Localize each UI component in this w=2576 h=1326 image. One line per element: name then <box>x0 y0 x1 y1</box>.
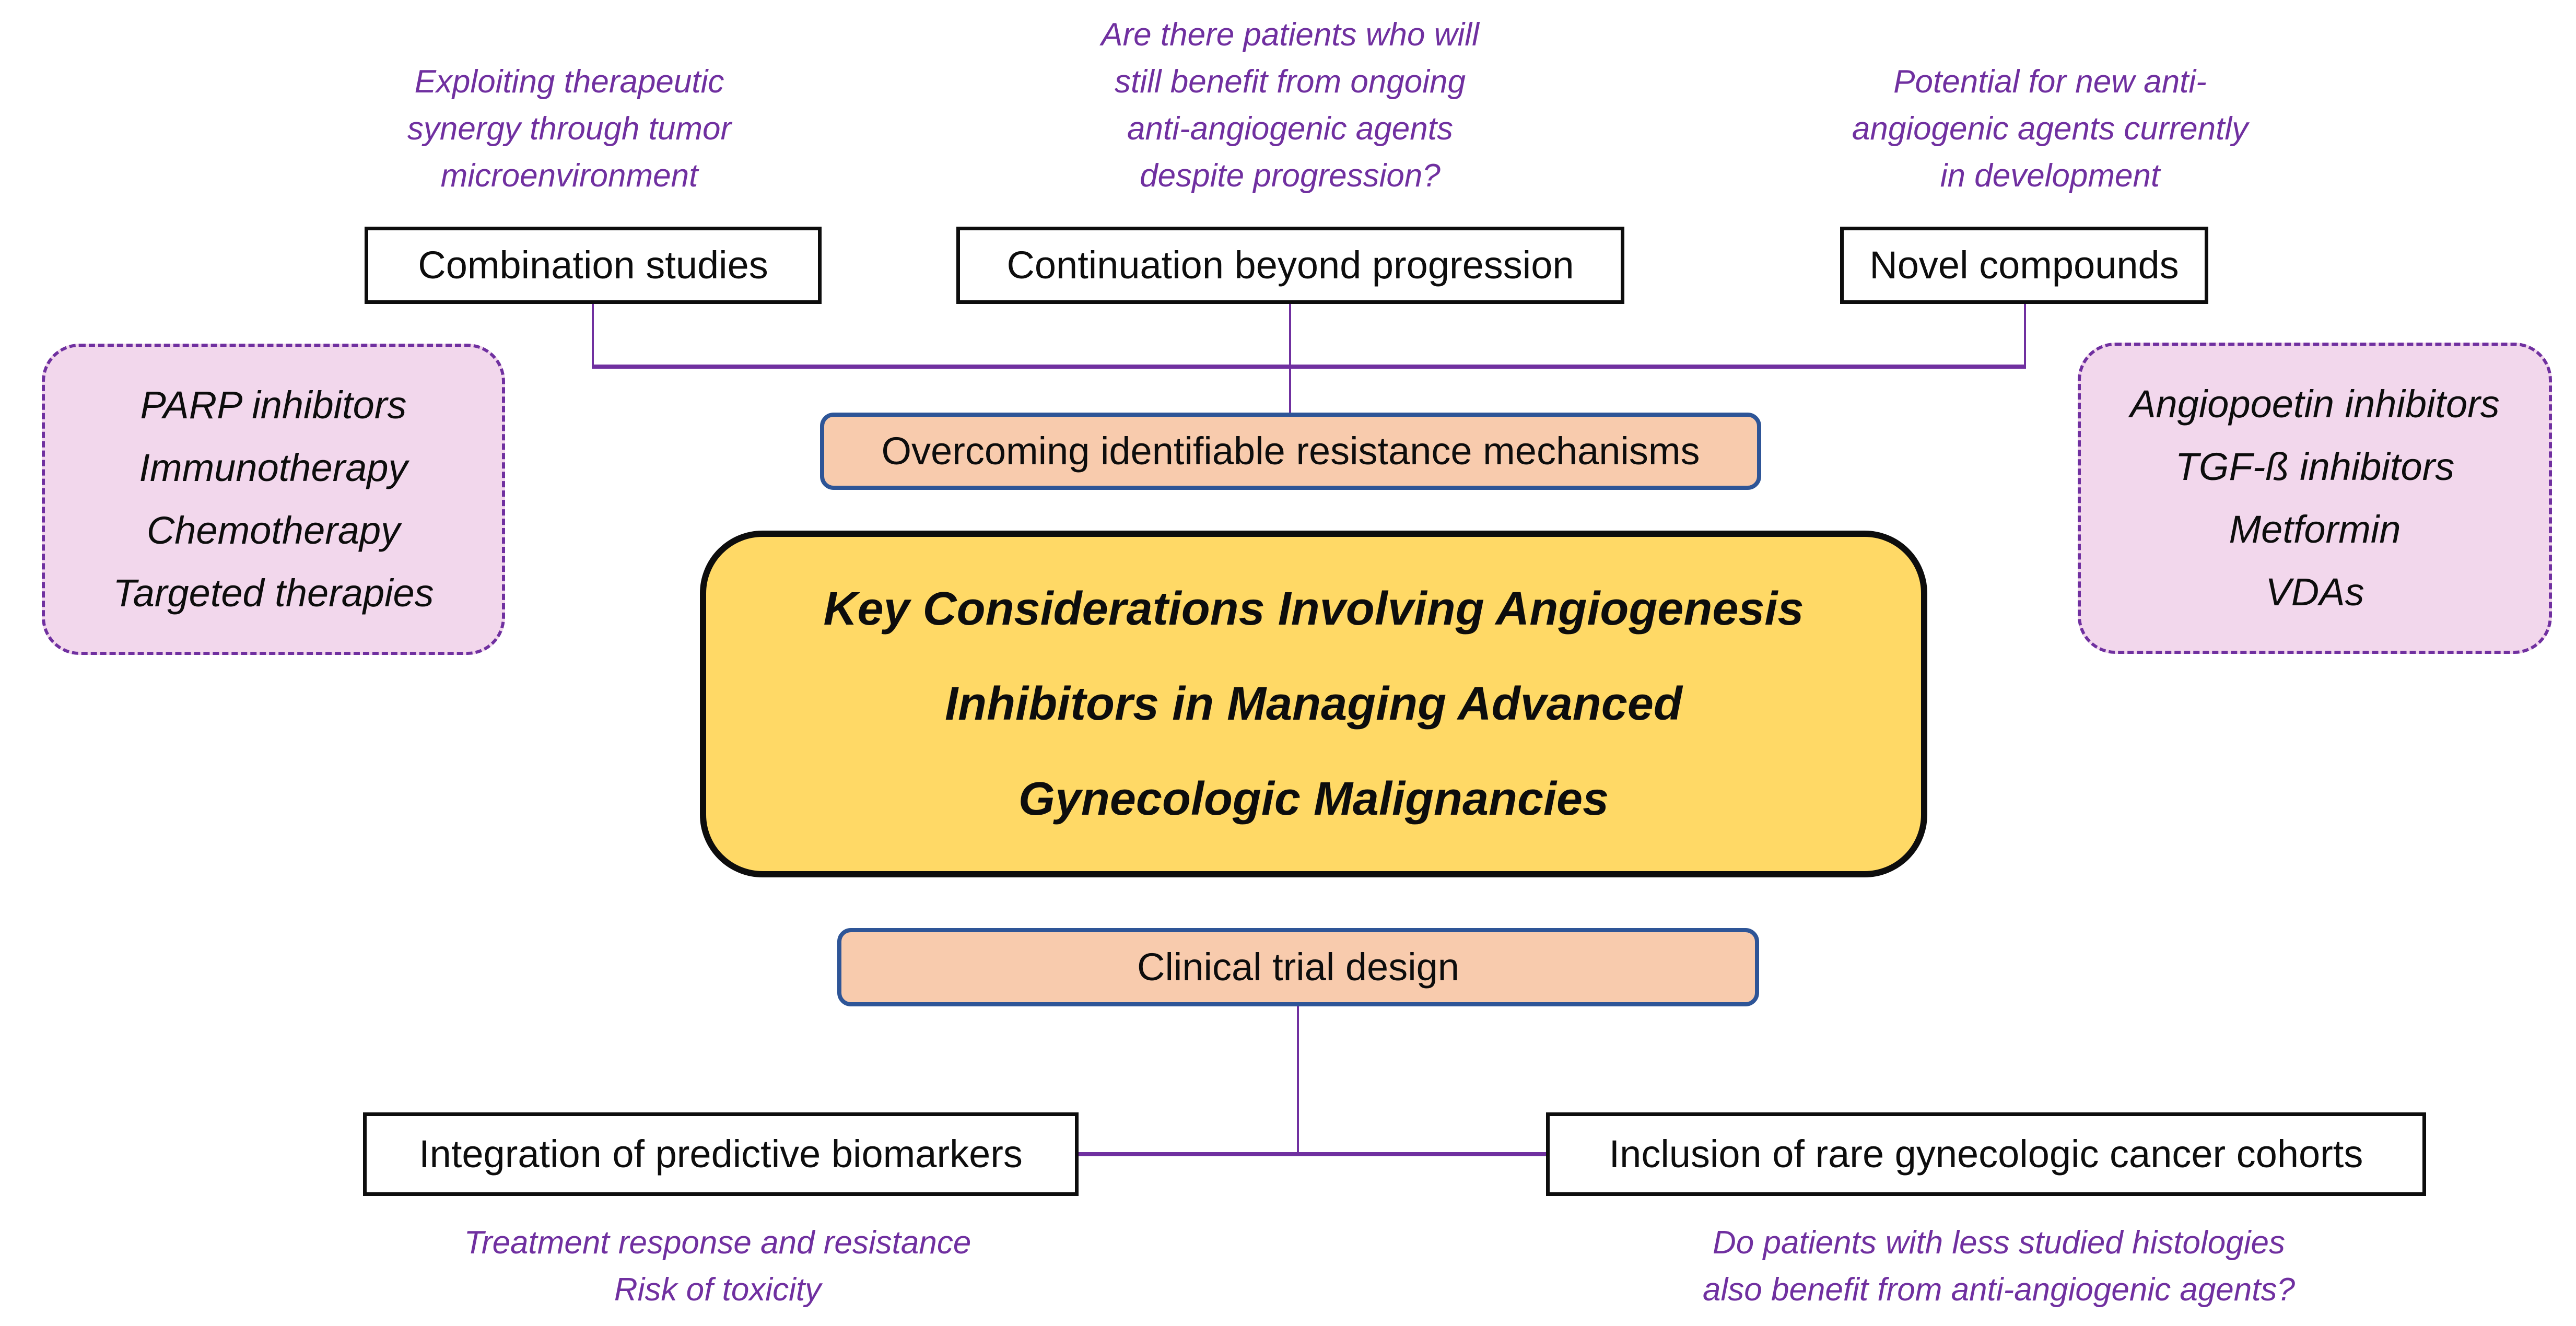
note-line: despite progression? <box>1140 158 1441 194</box>
title-line: Inhibitors in Managing Advanced <box>945 678 1682 730</box>
connector-top-horizontal <box>592 365 2026 369</box>
note-line: Risk of toxicity <box>614 1272 822 1308</box>
note-combination: Exploiting therapeutic synergy through t… <box>308 58 830 200</box>
note-line: Are there patients who will <box>1101 17 1479 53</box>
note-line: synergy through tumor <box>407 111 732 147</box>
node-overcoming-resistance: Overcoming identifiable resistance mecha… <box>820 413 1761 490</box>
note-line: Do patients with less studied histologie… <box>1713 1225 2285 1261</box>
node-clinical-trial-design: Clinical trial design <box>837 928 1759 1006</box>
title-line: Key Considerations Involving Angiogenesi… <box>823 583 1804 635</box>
list-novel-agents: Angiopoetin inhibitors TGF-ß inhibitors … <box>2078 343 2552 654</box>
note-continuation: Are there patients who will still benefi… <box>1029 11 1551 200</box>
node-label: Overcoming identifiable resistance mecha… <box>881 429 1700 473</box>
list-combination-partners: PARP inhibitors Immunotherapy Chemothera… <box>42 344 505 655</box>
list-item: Metformin <box>2229 508 2401 551</box>
note-biomarkers: Treatment response and resistance Risk o… <box>352 1219 1083 1313</box>
note-novel: Potential for new anti- angiogenic agent… <box>1781 58 2319 200</box>
node-combination-studies: Combination studies <box>365 227 822 304</box>
node-label: Continuation beyond progression <box>1006 243 1574 287</box>
list-item: Chemotherapy <box>146 509 401 552</box>
node-label: Combination studies <box>418 243 768 287</box>
note-line: in development <box>1940 158 2160 194</box>
note-rare-cohorts: Do patients with less studied histologie… <box>1581 1219 2417 1313</box>
node-rare-cancer-cohorts: Inclusion of rare gynecologic cancer coh… <box>1546 1112 2426 1196</box>
node-label: Inclusion of rare gynecologic cancer coh… <box>1609 1132 2363 1176</box>
connector-bottom-horizontal <box>1079 1152 1546 1156</box>
node-label: Clinical trial design <box>1137 945 1459 989</box>
node-predictive-biomarkers: Integration of predictive biomarkers <box>363 1112 1079 1196</box>
note-line: Treatment response and resistance <box>464 1225 971 1261</box>
connector-trial-stub <box>1297 1006 1299 1154</box>
note-line: also benefit from anti-angiogenic agents… <box>1703 1272 2295 1308</box>
node-novel-compounds: Novel compounds <box>1840 227 2208 304</box>
list-item: Targeted therapies <box>113 571 434 615</box>
note-line: Potential for new anti- <box>1893 64 2207 100</box>
connector-continuation-stub <box>1289 304 1291 413</box>
list-item: Angiopoetin inhibitors <box>2130 382 2500 426</box>
central-title-box: Key Considerations Involving Angiogenesi… <box>700 531 1927 877</box>
note-line: still benefit from ongoing <box>1114 64 1466 100</box>
list-item: TGF-ß inhibitors <box>2175 445 2455 488</box>
connector-combination-stub <box>592 304 594 368</box>
note-line: angiogenic agents currently <box>1852 111 2249 147</box>
note-line: Exploiting therapeutic <box>414 64 724 100</box>
connector-novel-stub <box>2024 304 2026 368</box>
note-line: microenvironment <box>440 158 698 194</box>
title-line: Gynecologic Malignancies <box>1018 773 1609 825</box>
note-line: anti-angiogenic agents <box>1127 111 1453 147</box>
list-item: Immunotherapy <box>139 446 408 489</box>
node-continuation-beyond-progression: Continuation beyond progression <box>956 227 1624 304</box>
node-label: Novel compounds <box>1869 243 2179 287</box>
list-item: PARP inhibitors <box>140 383 407 427</box>
node-label: Integration of predictive biomarkers <box>419 1132 1023 1176</box>
list-item: VDAs <box>2265 570 2364 614</box>
